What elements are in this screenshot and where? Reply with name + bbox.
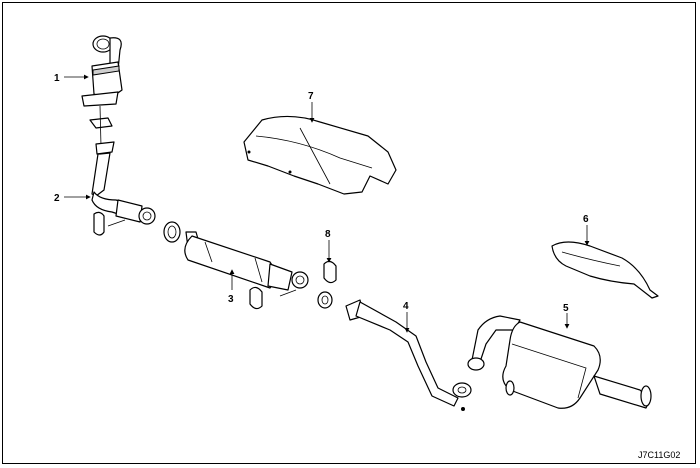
svg-text:5: 5 [563,303,569,314]
callout-2: 2 [54,193,91,204]
callout-3: 3 [228,269,235,305]
part-rear-muffler [467,315,652,409]
svg-text:2: 2 [54,193,60,204]
part-catalytic-converter [81,35,123,147]
callout-5: 5 [563,303,570,329]
svg-text:8: 8 [325,229,331,240]
callout-1: 1 [54,73,89,84]
callout-4: 4 [403,301,410,333]
part-intermediate-pipe [345,299,472,411]
part-rear-heat-shield [551,241,659,299]
svg-text:7: 7 [308,91,314,102]
callout-8: 8 [325,229,332,263]
svg-text:6: 6 [583,214,589,225]
part-gasket [163,221,181,243]
diagram-frame [2,2,696,464]
svg-text:3: 3 [228,294,234,305]
callout-7: 7 [308,91,315,123]
callout-6: 6 [583,214,590,246]
part-hanger [317,260,337,309]
svg-text:1: 1 [54,73,60,84]
part-front-pipe [91,141,156,236]
part-underbody-heat-shield [243,115,397,195]
svg-text:4: 4 [403,301,409,312]
figure-code: J7C11G02 [638,450,680,460]
part-particulate-filter [184,231,309,310]
